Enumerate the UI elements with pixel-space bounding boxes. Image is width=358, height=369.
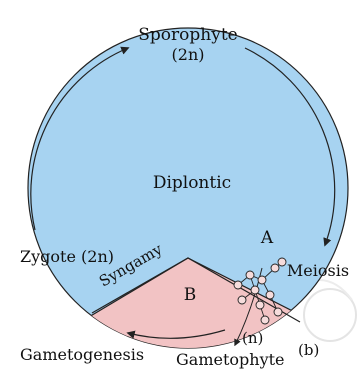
sporophyte-ploidy-label: (2n): [172, 45, 205, 64]
sporophyte-label: Sporophyte: [138, 25, 237, 45]
diplontic-label: Diplontic: [153, 173, 231, 193]
meiosis-label: Meiosis: [287, 261, 349, 280]
gametogenesis-label: Gametogenesis: [20, 345, 144, 364]
watermark-circle: [304, 289, 356, 341]
region-b-label: B: [184, 285, 197, 305]
zygote-label: Zygote (2n): [20, 247, 114, 266]
gametophyte-ploidy-label: (n): [242, 329, 263, 347]
region-a-label: A: [260, 228, 274, 248]
gametophyte-label: Gametophyte: [176, 350, 285, 369]
panel-label: (b): [298, 341, 319, 359]
